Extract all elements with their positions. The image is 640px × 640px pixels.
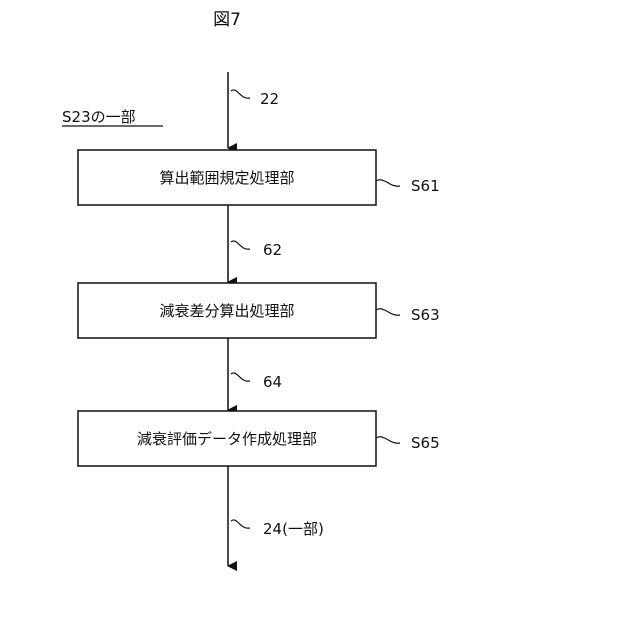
step-label-s63: 減衰差分算出処理部	[159, 302, 294, 320]
output-arrow-label: 24(一部)	[263, 520, 324, 538]
input-arrow-leader	[231, 90, 250, 98]
section-label: S23の一部	[62, 108, 136, 126]
input-arrow-label: 22	[260, 90, 279, 108]
step-ref-leader-s61	[376, 180, 400, 186]
connector-label-64: 64	[263, 373, 282, 391]
step-label-s61: 算出範囲規定処理部	[159, 169, 294, 187]
step-ref-s63: S63	[411, 306, 440, 324]
step-label-s65: 減衰評価データ作成処理部	[137, 430, 317, 448]
connector-label-62: 62	[263, 241, 282, 259]
connector-leader-62	[231, 241, 250, 249]
step-ref-leader-s63	[376, 309, 400, 315]
connector-leader-64	[231, 373, 250, 381]
output-arrow-leader	[231, 520, 250, 528]
figure-title: 図7	[213, 10, 241, 30]
step-ref-leader-s65	[376, 437, 400, 443]
step-ref-s65: S65	[411, 434, 440, 452]
step-ref-s61: S61	[411, 177, 440, 195]
